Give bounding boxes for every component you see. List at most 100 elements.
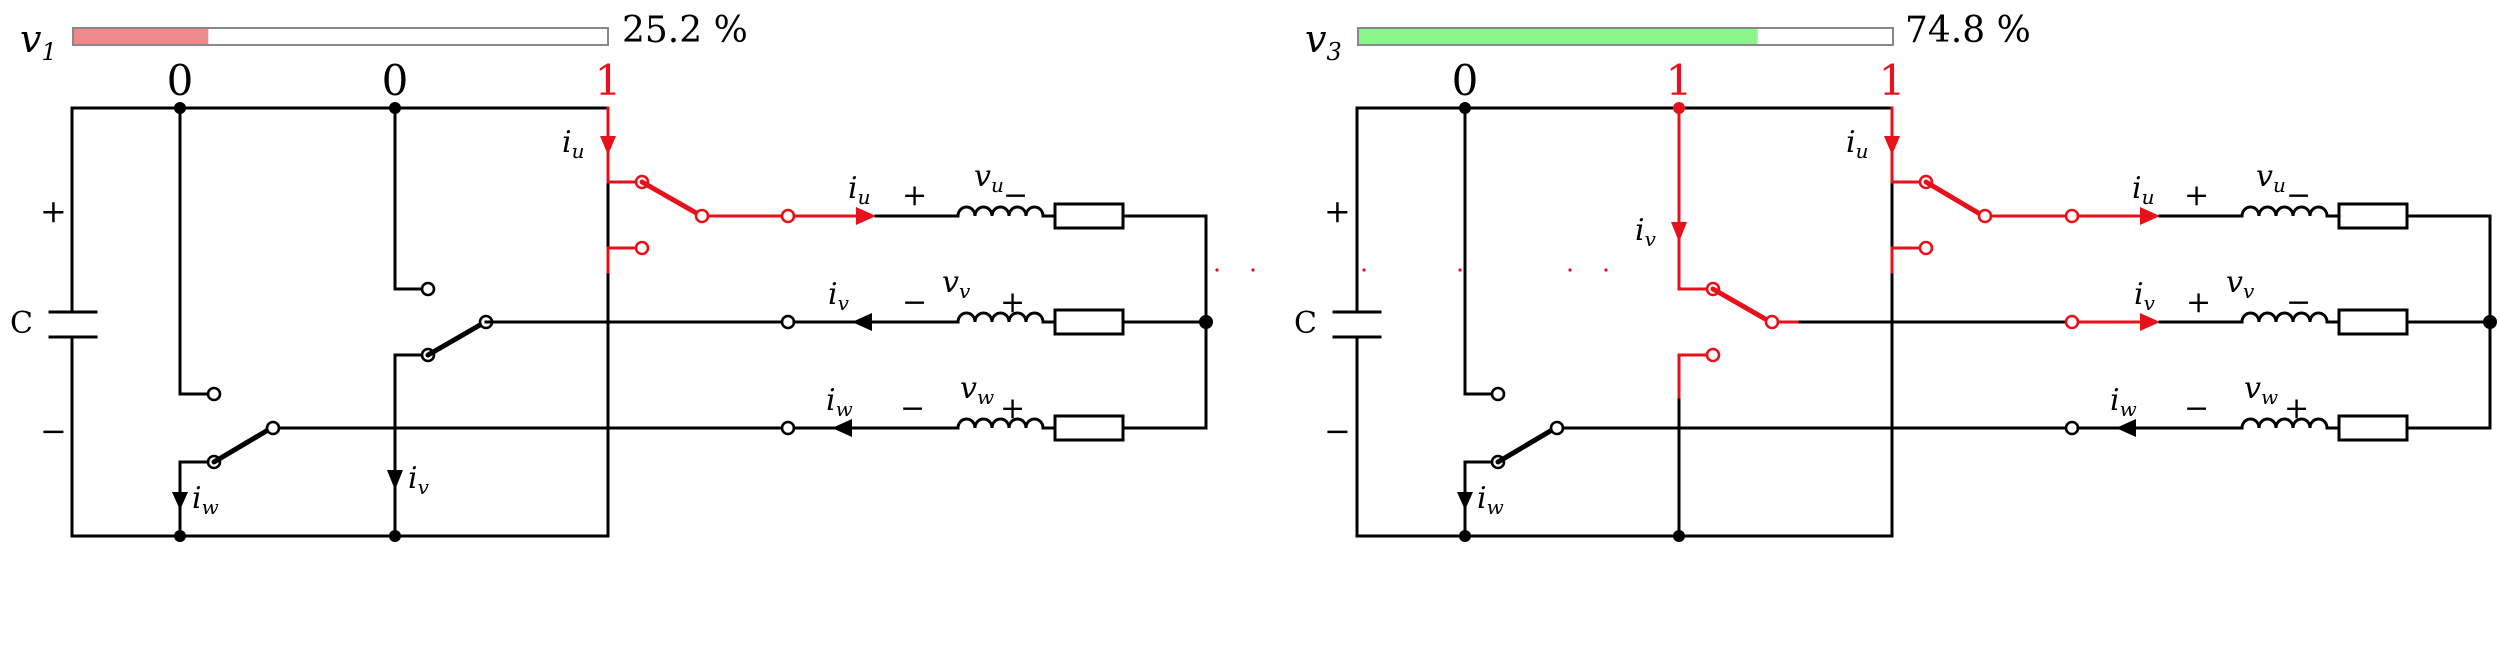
current-arrow-icon: [832, 419, 852, 437]
current-arrow-icon: [1671, 222, 1687, 242]
phase-v-current-label: iv: [2134, 277, 2156, 315]
phase-w-left-sign: −: [900, 391, 925, 426]
switch-blade: [1495, 427, 1555, 465]
inductor-u: [2240, 205, 2329, 217]
dc-plus-sign: +: [40, 192, 67, 230]
current-arrow-icon: [387, 470, 403, 490]
decor-dot: [1251, 268, 1255, 272]
duty-percent-text: 25.2 %: [622, 10, 748, 51]
switch-blade: [1710, 286, 1770, 323]
switch-contact: [1918, 240, 1934, 256]
switch-leg-3: iu: [1846, 106, 1993, 274]
resistor-v: [2337, 308, 2409, 336]
panel-v3: v3 74.8 % 0 1 1 C + − iw: [1294, 10, 2497, 542]
phase-w-voltage-label: vw: [960, 371, 994, 409]
current-label-iv: iv: [1635, 213, 1657, 251]
resistor-u: [2337, 202, 2409, 230]
dc-minus-sign: −: [40, 412, 67, 450]
leg-u-state: 0: [167, 56, 194, 105]
phase-v-voltage-label: vv: [942, 265, 971, 303]
current-arrow-icon: [856, 207, 876, 225]
capacitor-label: C: [10, 306, 33, 341]
decor-dot: [1604, 268, 1608, 272]
terminal-u: [780, 208, 796, 224]
switch-contact: [1549, 420, 1565, 436]
resistor-v: [1053, 308, 1125, 336]
decor-dot: [1362, 268, 1366, 272]
switch-leg-1: iw: [172, 102, 281, 542]
decor-dot: [1215, 268, 1219, 272]
decor-dot: [1568, 268, 1572, 272]
current-arrow-icon: [2140, 207, 2160, 225]
phase-v-left-sign: +: [2186, 285, 2211, 320]
bottom-rail: [70, 246, 610, 538]
phase-w-right-sign: +: [2284, 391, 2309, 426]
current-arrow-icon: [172, 492, 188, 510]
inductor-v: [956, 311, 1045, 323]
leg-w-state: 1: [595, 56, 622, 105]
resistor-w: [2337, 414, 2409, 442]
phase-w-current-label: iw: [826, 383, 853, 421]
inductor-v: [2240, 311, 2329, 323]
top-rail: [1355, 106, 1894, 314]
current-arrow-icon: [2116, 419, 2136, 437]
voltage-label: v1: [20, 17, 57, 66]
switch-leg-2: iv: [387, 102, 494, 542]
duty-bar-fill: [1359, 29, 1758, 44]
decor-dot: [1458, 268, 1462, 272]
current-label-iv: iv: [408, 461, 430, 499]
leg-2-upper-wire: [1677, 106, 1709, 291]
switch-contact: [206, 386, 222, 402]
switch-contact: [420, 281, 436, 297]
terminal-w: [2064, 420, 2080, 436]
leg-w-state: 1: [1879, 56, 1906, 105]
terminal-u: [2064, 208, 2080, 224]
resistor-w: [1053, 414, 1125, 442]
switch-contact: [1977, 208, 1993, 224]
terminal-v: [2064, 314, 2080, 330]
phase-w-left-sign: −: [2184, 391, 2209, 426]
leg-u-state: 0: [1452, 56, 1479, 105]
switch-contact: [1705, 347, 1721, 363]
switch-leg-2: iv: [1635, 102, 1780, 542]
phase-u-voltage-label: vu: [974, 159, 1004, 197]
switch-leg-3: iu: [562, 106, 710, 274]
neutral-junction-dot: [1199, 315, 1213, 329]
phase-v-left-sign: −: [902, 285, 927, 320]
switch-contact: [1490, 386, 1506, 402]
switch-contact: [265, 420, 281, 436]
phase-v-right-sign: +: [1000, 285, 1025, 320]
top-rail: [70, 106, 610, 314]
duty-bar-fill: [74, 29, 209, 44]
phase-u-current-label: iu: [2132, 171, 2155, 209]
inductor-w: [2240, 417, 2329, 429]
switch-blade: [1923, 179, 1983, 217]
current-label-iu: iu: [562, 125, 585, 163]
capacitor-label: C: [1294, 306, 1317, 341]
current-label-iw: iw: [1477, 481, 1504, 519]
dc-minus-sign: −: [1324, 412, 1351, 450]
phase-u-left-sign: +: [2184, 178, 2209, 213]
panel-v1: v1 25.2 % 0 0 1 C + − iw: [10, 10, 1255, 542]
switch-leg-1: iw: [1457, 102, 1565, 542]
phase-w-right-sign: +: [1000, 391, 1025, 426]
phase-v-right-sign: −: [2286, 285, 2311, 320]
phase-u-right-sign: −: [1003, 178, 1028, 213]
switch-contact: [694, 208, 710, 224]
switch-blade: [211, 427, 271, 465]
leg-2-lower-stub: [1677, 353, 1709, 402]
inductor-w: [956, 417, 1045, 429]
switch-contact: [634, 240, 650, 256]
switch-contact: [1764, 314, 1780, 330]
phase-u-current-label: iu: [848, 171, 871, 209]
leg-3-lower-wire: [606, 246, 638, 274]
current-label-iw: iw: [192, 481, 219, 519]
switch-blade: [639, 179, 701, 217]
current-arrow-icon: [1457, 492, 1473, 510]
current-label-iu: iu: [1846, 125, 1869, 163]
phase-w-current-label: iw: [2110, 383, 2137, 421]
leg-1-upper-wire: [178, 106, 210, 396]
terminal-w: [780, 420, 796, 436]
